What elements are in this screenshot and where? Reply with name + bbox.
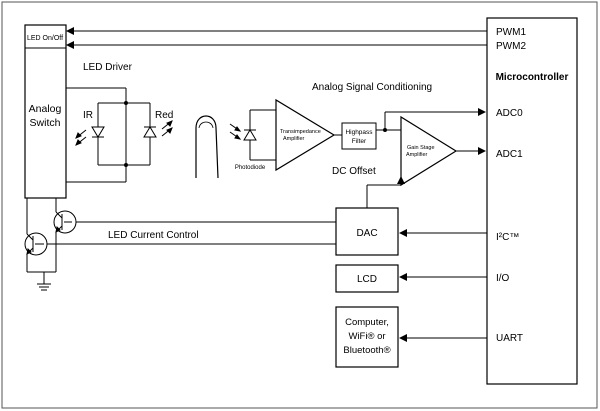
gain-stage-label-1: Gain Stage <box>407 145 435 151</box>
pin-uart: UART <box>496 333 523 344</box>
photodiode-icon <box>229 109 276 161</box>
led-current-control-label: LED Current Control <box>108 230 199 241</box>
analog-switch-label-1: Analog <box>29 103 62 115</box>
highpass-label-2: Filter <box>352 138 367 145</box>
analog-switch-label-2: Switch <box>30 117 61 129</box>
dac-block <box>335 207 399 256</box>
comms-label-3: Bluetooth® <box>343 345 390 356</box>
analog-switch-block <box>24 24 67 199</box>
transistor-2-icon <box>24 198 56 273</box>
microcontroller-label: Microcontroller <box>496 72 569 83</box>
ir-led-icon <box>75 126 105 146</box>
red-label: Red <box>155 110 173 121</box>
comms-block <box>335 306 399 368</box>
microcontroller-block <box>486 17 578 385</box>
junction-dot <box>124 163 128 167</box>
comms-label-1: Computer, <box>345 317 389 328</box>
transimpedance-label-2: Amplifier <box>283 136 305 142</box>
comms-label-2: WiFi® or <box>348 331 385 342</box>
photodiode-label: Photodiode <box>235 165 266 171</box>
transistor-1-icon <box>53 198 77 272</box>
gain-stage-label-2: Amplifier <box>406 152 428 158</box>
pin-adc1: ADC1 <box>496 149 523 160</box>
transimpedance-amplifier <box>275 98 336 172</box>
finger-icon <box>195 115 219 179</box>
highpass-filter-block <box>341 122 377 150</box>
dac-label: DAC <box>356 228 377 239</box>
gain-stage-amplifier <box>400 115 458 187</box>
led-onoff-label: LED On/Off <box>27 35 63 42</box>
red-led-icon <box>143 120 173 138</box>
ir-label: IR <box>83 110 93 121</box>
led-driver-label: LED Driver <box>83 62 133 73</box>
dc-offset-label: DC Offset <box>332 166 376 177</box>
lcd-label: LCD <box>357 274 377 285</box>
highpass-label-1: Highpass <box>345 129 373 136</box>
signal-conditioning-label: Analog Signal Conditioning <box>312 82 432 93</box>
transimpedance-label-1: Transimpedance <box>280 129 321 135</box>
pin-adc0: ADC0 <box>496 108 523 119</box>
pin-i2c: I²C™ <box>496 232 519 243</box>
lcd-block <box>335 264 399 293</box>
fingernail-icon <box>198 121 214 129</box>
pin-pwm2: PWM2 <box>496 41 526 52</box>
pin-io: I/O <box>496 273 510 284</box>
junction-dot <box>124 101 128 105</box>
pin-pwm1: PWM1 <box>496 27 526 38</box>
ground-icon <box>37 272 51 291</box>
